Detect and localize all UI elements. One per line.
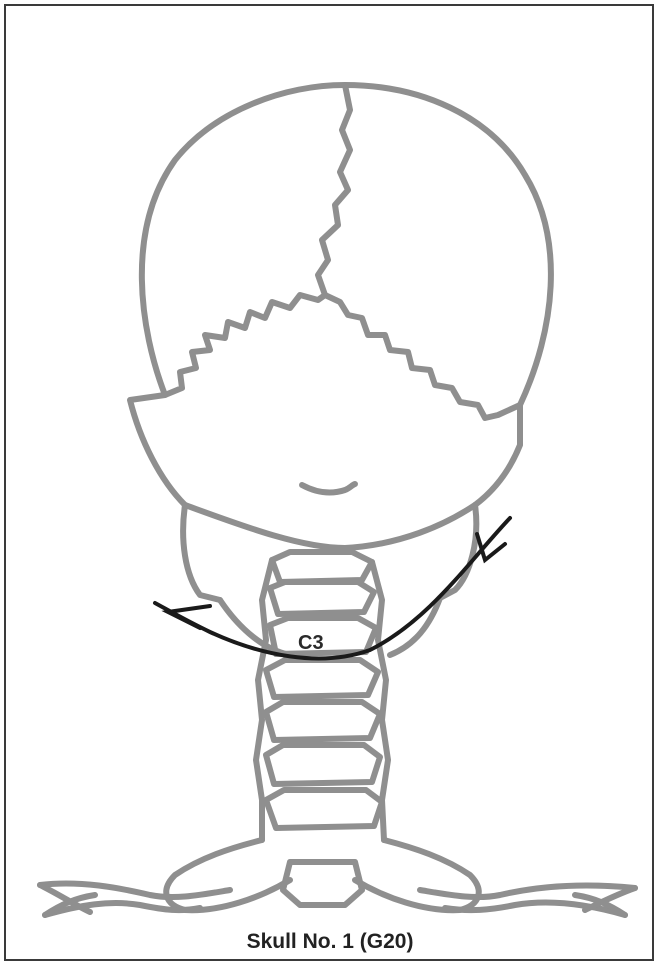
sagittal-suture — [318, 85, 350, 295]
shoulder-girdle — [40, 840, 635, 915]
vertebra-c7 — [266, 790, 382, 828]
left-temporal-outline — [130, 395, 185, 505]
right-temporal-outline — [475, 405, 520, 505]
figure-caption: Skull No. 1 (G20) — [0, 930, 660, 954]
vertebra-c6 — [266, 745, 380, 784]
manubrium — [283, 862, 362, 905]
lambdoid-suture — [165, 295, 520, 418]
first-rib-left — [166, 840, 290, 910]
vertebra-label-c3: C3 — [298, 632, 324, 654]
vertebra-c2 — [270, 582, 374, 614]
trajectory-arrowhead-left — [168, 606, 210, 628]
first-rib-right — [355, 840, 479, 910]
occipital-base — [185, 505, 475, 548]
vertebra-c4 — [266, 660, 378, 697]
foramen-magnum-curve — [302, 484, 355, 492]
vertebra-c1 — [272, 552, 372, 582]
cervical-spine — [256, 552, 388, 840]
vertebra-c5 — [266, 702, 380, 740]
left-mastoid-outline — [183, 505, 220, 600]
